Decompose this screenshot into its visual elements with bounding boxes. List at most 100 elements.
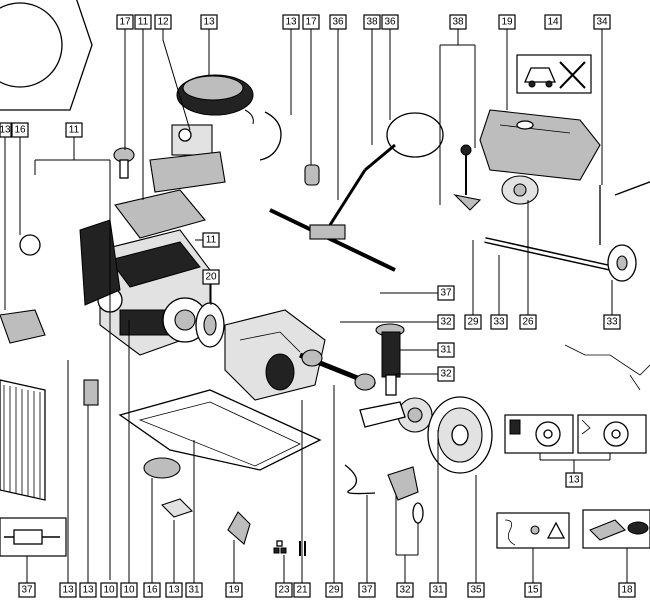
fuel-service-icon-box [504,414,574,454]
svg-text:19: 19 [228,585,240,596]
callout-17-sensor: 17 [302,14,320,30]
parts-kit-box-18 [582,509,650,549]
callout-31-a: 31 [437,342,455,358]
callout-15: 15 [524,582,542,598]
svg-text:11: 11 [69,125,80,136]
svg-text:38: 38 [452,17,464,28]
svg-text:35: 35 [470,585,482,596]
svg-text:10: 10 [123,585,135,596]
callout-13-b2: 13 [79,582,97,598]
fuel-pump-icon [509,419,561,447]
callout-35: 35 [467,582,485,598]
exhaust [599,181,650,245]
rear-axle [484,237,637,282]
callout-19-b: 19 [225,582,243,598]
svg-text:16: 16 [14,125,26,136]
air-filter-housing [176,74,254,125]
callout-10-b1: 10 [100,582,118,598]
car-no-wrench-icon [524,61,586,89]
radiator [0,379,46,501]
svg-text:38: 38 [366,17,378,28]
svg-text:36: 36 [384,17,396,28]
clutch-disc [195,302,225,348]
parts-kit-box-15 [496,512,570,549]
callout-16-b: 16 [143,582,161,598]
callout-38-a: 38 [363,14,381,30]
svg-text:29: 29 [328,585,340,596]
callout-26: 26 [519,314,537,330]
svg-text:29: 29 [467,317,479,328]
svg-text:26: 26 [522,317,534,328]
callout-13-hose: 13 [282,14,300,30]
svg-text:17: 17 [305,17,317,28]
callout-38-b: 38 [449,14,467,30]
fuel-tank [479,109,601,181]
svg-text:37: 37 [21,585,33,596]
gearbox [224,309,326,401]
subframe [118,389,322,471]
svg-text:32: 32 [440,369,452,380]
engine-mount [160,498,194,518]
callout-18: 18 [618,582,636,598]
svg-text:13: 13 [203,17,215,28]
suspension-strut [375,323,405,396]
callout-10-b2: 10 [120,582,138,598]
callout-group: 17 11 12 13 13 17 36 38 36 38 19 14 34 1… [0,14,636,598]
svg-text:13: 13 [0,125,11,136]
callout-32-b: 32 [437,366,455,382]
relay-symbol [273,540,306,556]
hex-nut-illustration [0,0,93,111]
callout-14: 14 [544,14,562,30]
seal-set [387,466,424,524]
callout-19-tank: 19 [498,14,516,30]
callout-33-rear: 33 [490,314,508,330]
rear-differential [501,175,539,205]
svg-text:13: 13 [82,585,94,596]
svg-text:10: 10 [103,585,115,596]
air-hose [259,111,282,161]
wheel-hub [359,397,433,433]
coolant-hose [344,464,376,495]
svg-text:31: 31 [440,345,452,356]
svg-text:13: 13 [568,475,580,486]
svg-text:37: 37 [361,585,373,596]
oil-can-icon [581,419,629,447]
callout-13-left: 13 [0,122,12,138]
callout-17-top: 17 [116,14,134,30]
steering-wheel [364,112,444,172]
engine-block [79,189,211,356]
callout-36-wheel: 36 [381,14,399,30]
starter-motor [143,457,181,479]
carburettor [149,124,226,193]
svg-text:20: 20 [205,272,217,283]
no-service-icon-box [516,54,592,94]
callout-33-wheel: 33 [603,314,621,330]
driveshaft [299,349,376,391]
fuel-pump [83,379,99,406]
wiring-schematic-icon [4,529,60,545]
svg-text:31: 31 [432,585,444,596]
callout-16-left: 16 [11,122,29,138]
svg-text:18: 18 [621,585,633,596]
svg-text:23: 23 [278,585,290,596]
callout-20: 20 [202,269,220,285]
callout-31-c: 31 [429,582,447,598]
sensor-17 [304,164,320,186]
steering-rack [269,169,396,272]
callout-29-b: 29 [325,582,343,598]
callout-13-b3: 13 [165,582,183,598]
callout-32-a: 32 [437,314,455,330]
brake-pipe [564,344,650,391]
callout-34: 34 [593,14,611,30]
svg-text:13: 13 [168,585,180,596]
callout-29-rear: 29 [464,314,482,330]
svg-text:17: 17 [119,17,131,28]
callout-11-top: 11 [134,14,152,30]
svg-text:31: 31 [188,585,200,596]
svg-text:37: 37 [440,288,452,299]
callout-12: 12 [154,14,172,30]
callout-13-service: 13 [565,472,583,488]
svg-text:32: 32 [399,585,411,596]
